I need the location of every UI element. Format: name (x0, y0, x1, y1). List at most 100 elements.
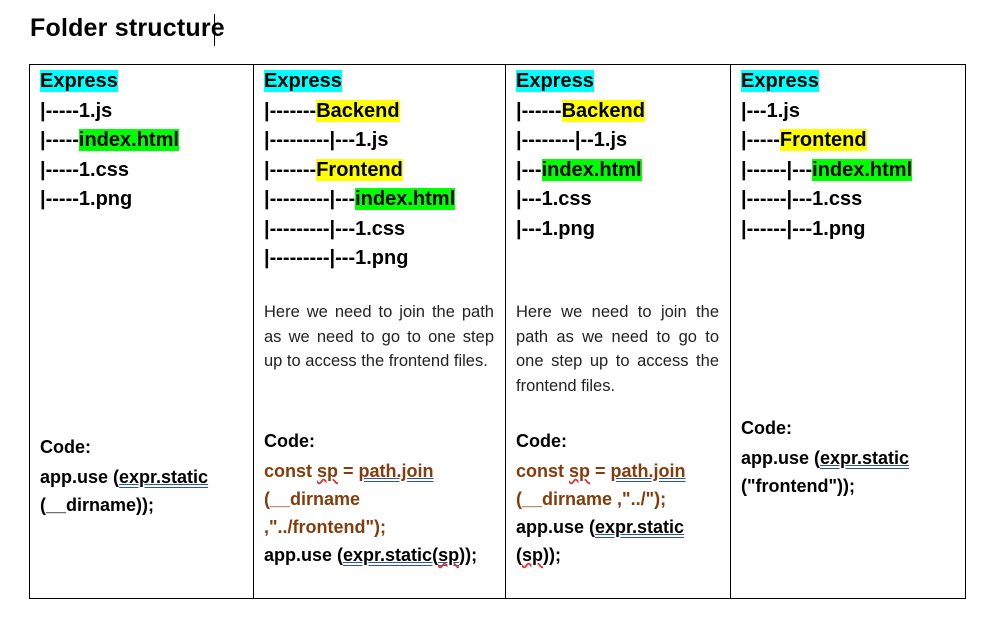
page-title: Folder structure (30, 14, 225, 42)
tree-row: |------Backend (516, 97, 645, 127)
code-line: const sp = path.join (264, 461, 434, 481)
file-name: index.html (78, 129, 179, 151)
tree-row: |------|---1.png (741, 215, 912, 245)
tree-prefix: |---------|--- (264, 188, 356, 210)
tree-2: Express |-------Backend |---------|---1.… (264, 67, 456, 274)
tree-row: |-----Frontend (741, 126, 912, 156)
code-token: path.join (610, 461, 686, 481)
tree-prefix: |--------|-- (516, 129, 594, 151)
root-folder-name: Express (516, 70, 594, 92)
tree-row: |---1.png (516, 215, 645, 245)
tree-row: |--------|--1.js (516, 126, 645, 156)
tree-row: Express (264, 67, 455, 97)
code-line: (__dirname (264, 489, 361, 509)
tree-prefix: |------ (516, 99, 562, 122)
code-token: path.join (358, 461, 434, 481)
code-line: (sp)); (516, 545, 561, 565)
file-name: 1.css (78, 158, 129, 181)
code-token: expr.static (820, 448, 910, 468)
file-name: 1.js (766, 99, 800, 122)
tree-4: Express |---1.js |-----Frontend |------|… (741, 67, 913, 245)
file-name: 1.png (812, 217, 866, 240)
folder-name: Backend (561, 99, 645, 122)
file-name: 1.css (355, 217, 406, 240)
code-heading: Code: (741, 418, 792, 438)
code-heading: Code: (264, 431, 315, 451)
tree-prefix: |--- (741, 99, 767, 122)
tree-1: Express |-----1.js |-----index.html |---… (40, 67, 179, 215)
tree-row: |---------|---1.js (264, 126, 455, 156)
code-block: const sp = path.join (__dirname ,"../fro… (264, 457, 477, 569)
tree-prefix: |---------|--- (264, 217, 356, 240)
code-token: expr.static (119, 467, 209, 487)
tree-prefix: |------|--- (741, 158, 813, 181)
code-line: app.use (expr.static(sp)); (264, 545, 478, 565)
column-2: Express |-------Backend |---------|---1.… (253, 64, 506, 599)
root-folder-name: Express (741, 70, 819, 92)
column-3: Express |------Backend |--------|--1.js … (505, 64, 731, 599)
tree-row: |-------Backend (264, 97, 455, 127)
tree-row: Express (516, 67, 645, 97)
root-folder-name: Express (40, 70, 118, 92)
explanation-note: Here we need to join the path as we need… (264, 303, 494, 370)
code-line: app.use (expr.static (741, 448, 910, 468)
code-line: app.use (expr.static (40, 467, 209, 487)
tree-row: |---------|---index.html (264, 185, 456, 215)
tree-row: |-------Frontend (264, 156, 455, 186)
explanation-note: Here we need to join the path as we need… (516, 303, 719, 395)
tree-prefix: |--- (516, 158, 542, 181)
tree-prefix: |---------|--- (264, 247, 356, 269)
tree-prefix: |--- (516, 188, 542, 210)
tree-row: |-----1.png (40, 185, 179, 215)
text-cursor (214, 14, 215, 46)
code-block: const sp = path.join (__dirname ,"../");… (516, 457, 686, 569)
tree-row: |-----1.css (40, 156, 179, 186)
root-folder-name: Express (264, 70, 342, 92)
code-token: sp (569, 461, 591, 481)
code-block: app.use (expr.static ("frontend")); (741, 444, 909, 500)
file-name: index.html (541, 158, 642, 181)
code-line: (__dirname)); (40, 495, 155, 515)
file-name: index.html (812, 158, 913, 181)
tree-prefix: |----- (40, 158, 79, 181)
folder-name: Backend (316, 99, 400, 122)
code-token: sp (317, 461, 339, 481)
tree-row: |---1.css (516, 185, 645, 215)
tree-row: |------|---index.html (741, 156, 913, 186)
tree-prefix: |------|--- (741, 188, 813, 210)
tree-prefix: |--- (516, 217, 542, 240)
file-name: 1.png (541, 217, 595, 240)
tree-row: |---1.js (741, 97, 912, 127)
code-line: ("frontend")); (741, 476, 856, 496)
file-name: 1.png (78, 188, 133, 210)
tree-row: |---------|---1.png (264, 244, 455, 274)
file-name: 1.js (593, 129, 628, 151)
column-1: Express |-----1.js |-----index.html |---… (29, 64, 254, 599)
code-line: ,"../frontend"); (264, 517, 387, 537)
code-token: sp (522, 545, 544, 565)
tree-row: |---------|---1.css (264, 215, 455, 245)
tree-prefix: |----- (40, 99, 79, 122)
tree-prefix: |----- (40, 129, 79, 151)
folder-name: Frontend (779, 129, 867, 151)
tree-prefix: |------|--- (741, 217, 813, 240)
tree-row: |-----1.js (40, 97, 179, 127)
tree-prefix: |----- (741, 129, 780, 151)
folder-name: Frontend (316, 158, 403, 181)
column-4: Express |---1.js |-----Frontend |------|… (730, 64, 966, 599)
file-name: 1.css (812, 188, 863, 210)
tree-prefix: |----- (40, 188, 79, 210)
tree-prefix: |------- (264, 99, 317, 122)
code-block: app.use (expr.static (__dirname)); (40, 463, 208, 519)
file-name: 1.js (78, 99, 113, 122)
file-name: index.html (355, 188, 456, 210)
code-line: app.use (expr.static (516, 517, 685, 537)
tree-row: |------|---1.css (741, 185, 912, 215)
folder-structure-table: Express |-----1.js |-----index.html |---… (29, 64, 966, 599)
tree-3: Express |------Backend |--------|--1.js … (516, 67, 645, 244)
tree-row: |-----index.html (40, 126, 179, 156)
file-name: 1.js (355, 129, 389, 151)
code-token: expr.static(sp) (343, 545, 466, 565)
code-line: const sp = path.join (516, 461, 686, 481)
file-name: 1.png (355, 247, 409, 269)
